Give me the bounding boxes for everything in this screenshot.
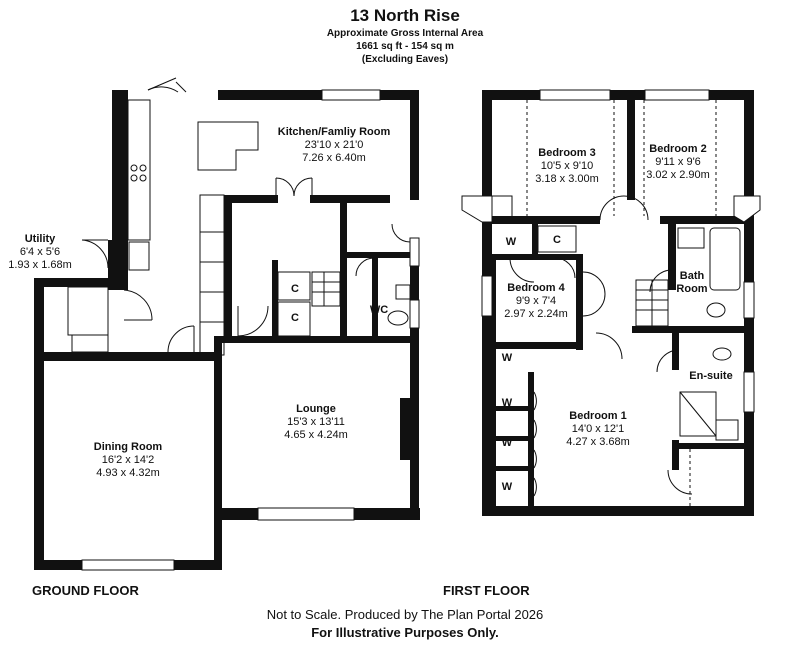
room-ensuite: En-suite <box>689 370 732 383</box>
room-name: Bedroom 4 <box>507 282 565 294</box>
room-name: Bedroom 2 <box>649 143 707 155</box>
room-name: En-suite <box>689 370 733 382</box>
plan-title: 13 North Rise <box>350 6 460 25</box>
room-imperial: 15'3 x 13'11 <box>287 416 345 428</box>
cupboard-c-1: C <box>291 283 299 295</box>
room-name: Utility <box>24 233 56 245</box>
room-imperial: 14'0 x 12'1 <box>571 423 625 435</box>
room-name: Dining Room <box>93 441 163 453</box>
room-metric: 3.18 x 3.00m <box>535 173 599 185</box>
footer-disclaimer: For Illustrative Purposes Only. <box>311 625 499 640</box>
room-lounge: Lounge 15'3 x 13'11 4.65 x 4.24m <box>284 403 348 442</box>
first-floor-label: FIRST FLOOR <box>443 583 530 598</box>
area-label: Approximate Gross Internal Area <box>326 28 484 39</box>
room-name: Kitchen/Famliy Room <box>277 126 391 138</box>
wardrobe-w-2: W <box>501 352 513 364</box>
room-kitchen: Kitchen/Famliy Room 23'10 x 21'0 7.26 x … <box>278 126 390 165</box>
room-metric: 1.93 x 1.68m <box>8 259 72 271</box>
room-bedroom-3: Bedroom 3 10'5 x 9'10 3.18 x 3.00m <box>535 147 599 186</box>
room-imperial: 6'4 x 5'6 <box>19 246 61 258</box>
cupboard-c-2: C <box>291 312 299 324</box>
room-name-line1: Bath <box>679 270 705 282</box>
room-wc: WC <box>369 304 389 316</box>
room-metric: 4.27 x 3.68m <box>566 436 630 448</box>
wardrobe-w-5: W <box>501 481 513 493</box>
room-imperial: 23'10 x 21'0 <box>304 139 364 151</box>
room-bedroom-4: Bedroom 4 9'9 x 7'4 2.97 x 2.24m <box>504 282 568 321</box>
area-value: 1661 sq ft - 154 sq m <box>356 41 454 52</box>
room-bedroom-1: Bedroom 1 14'0 x 12'1 4.27 x 3.68m <box>566 410 630 449</box>
room-metric: 4.65 x 4.24m <box>284 429 348 441</box>
room-metric: 2.97 x 2.24m <box>504 308 568 320</box>
room-imperial: 9'11 x 9'6 <box>655 156 701 168</box>
room-metric: 3.02 x 2.90m <box>646 169 710 181</box>
wardrobe-w-1: W <box>505 236 517 248</box>
room-name: Bedroom 3 <box>538 147 596 159</box>
footer-scale-note: Not to Scale. Produced by The Plan Porta… <box>266 607 544 622</box>
room-name: Bedroom 1 <box>569 410 627 422</box>
area-note: (Excluding Eaves) <box>361 54 449 65</box>
room-name-line2: Room <box>676 283 708 295</box>
room-imperial: 9'9 x 7'4 <box>515 295 557 307</box>
room-bedroom-2: Bedroom 2 9'11 x 9'6 3.02 x 2.90m <box>646 143 710 182</box>
ground-floor-label: GROUND FLOOR <box>32 583 139 598</box>
room-metric: 7.26 x 6.40m <box>302 152 366 164</box>
room-bathroom: Bath Room <box>676 270 707 296</box>
room-utility: Utility 6'4 x 5'6 1.93 x 1.68m <box>8 233 72 272</box>
room-name: Lounge <box>296 403 336 415</box>
wardrobe-w-3: W <box>501 397 513 409</box>
room-imperial: 16'2 x 14'2 <box>101 454 155 466</box>
wardrobe-w-4: W <box>501 437 513 449</box>
cupboard-c-3: C <box>553 234 561 246</box>
room-dining: Dining Room 16'2 x 14'2 4.93 x 4.32m <box>94 441 162 480</box>
room-imperial: 10'5 x 9'10 <box>540 160 594 172</box>
room-metric: 4.93 x 4.32m <box>96 467 160 479</box>
